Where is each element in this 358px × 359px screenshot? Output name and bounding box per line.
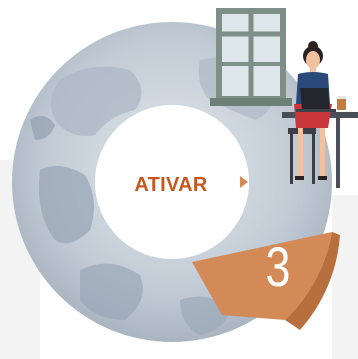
coffee-cup-icon: [337, 96, 346, 110]
background-panel: [332, 195, 358, 359]
step-segment-edge: [285, 232, 340, 330]
window-icon: [210, 8, 292, 106]
center-disc: [95, 105, 249, 259]
stage-label: ATIVAR: [134, 174, 208, 196]
step-segment: [192, 232, 332, 320]
woman-at-laptop-icon: [282, 41, 358, 188]
step-number: 3: [265, 235, 291, 298]
arrow-right-icon: [240, 176, 248, 188]
